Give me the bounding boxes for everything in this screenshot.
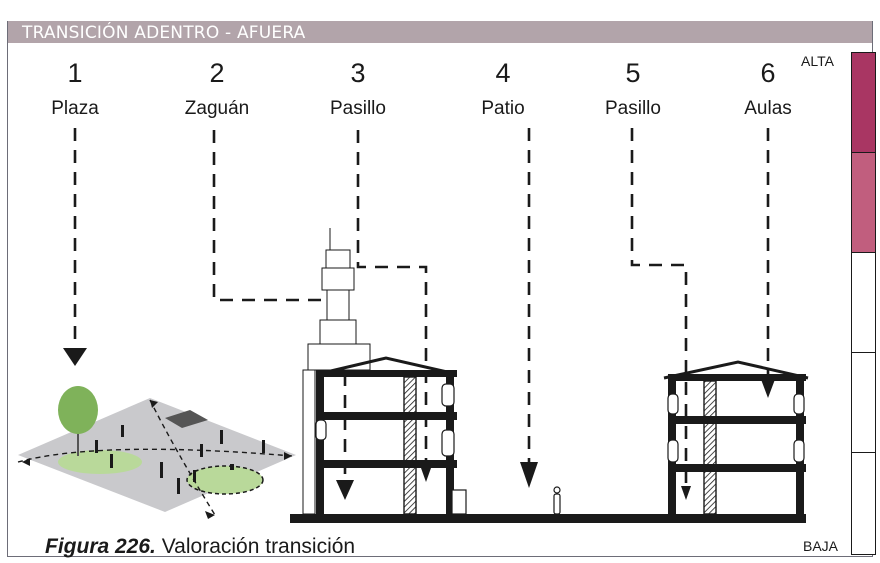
- right-building-section: [663, 360, 809, 515]
- figure-caption: Figura 226. Valoración transición: [45, 535, 355, 559]
- station-6-label: Aulas: [744, 98, 792, 119]
- scale-low-label: BAJA: [803, 538, 839, 554]
- scale-level-3: [852, 253, 875, 353]
- station-4-label: Patio: [481, 98, 525, 119]
- caption-figure-number: Figura 226.: [45, 535, 156, 558]
- arrow-patio: [520, 462, 538, 488]
- station-5-label: Pasillo: [605, 98, 661, 119]
- person-figure: [553, 486, 561, 515]
- station-2-label: Zaguán: [184, 98, 250, 119]
- path-pasillo-5: [630, 128, 688, 490]
- header-bar: TRANSICIÓN ADENTRO - AFUERA: [8, 21, 872, 43]
- plaza-illustration: [17, 386, 296, 519]
- arrow-pasillo-3: [421, 468, 431, 482]
- station-2-number: 2: [209, 58, 225, 88]
- station-4-number: 4: [495, 58, 511, 88]
- caption-text: Valoración transición: [155, 535, 356, 558]
- left-building-section: [315, 356, 467, 515]
- valoration-scale: [851, 52, 876, 555]
- station-3-number: 3: [350, 58, 366, 88]
- station-1-number: 1: [67, 58, 83, 88]
- arrow-plaza: [63, 348, 87, 366]
- ground-line: [290, 514, 806, 523]
- scale-high-label: ALTA: [801, 53, 834, 69]
- path-pasillo-3: [356, 130, 428, 470]
- arrow-pasillo-5: [681, 486, 691, 500]
- scale-level-4: [852, 153, 875, 253]
- station-3-label: Pasillo: [330, 98, 386, 119]
- arrow-zaguan: [336, 480, 354, 500]
- church-tower: [302, 228, 371, 515]
- scale-level-1: [852, 453, 875, 553]
- header-title: TRANSICIÓN ADENTRO - AFUERA: [22, 23, 306, 43]
- transition-paths: [73, 128, 770, 490]
- station-6-number: 6: [760, 58, 776, 88]
- scale-level-2: [852, 353, 875, 453]
- station-1-label: Plaza: [51, 98, 99, 119]
- station-5-number: 5: [625, 58, 641, 88]
- scale-level-5: [852, 53, 875, 153]
